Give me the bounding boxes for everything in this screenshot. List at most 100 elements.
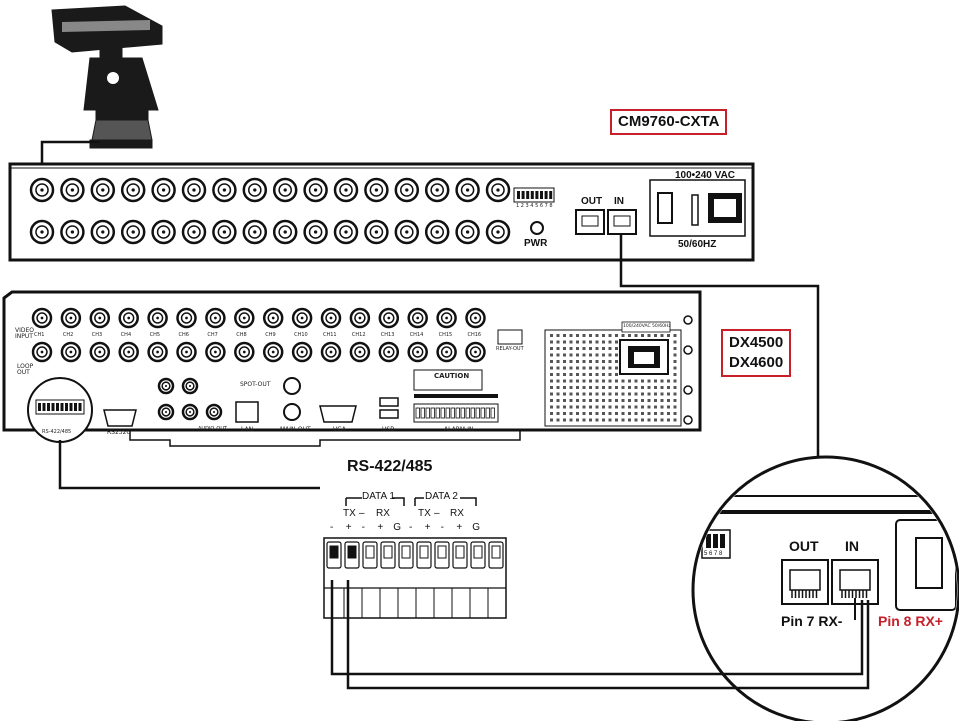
terminal-pin — [470, 407, 475, 419]
converter-pwr-label: PWR — [524, 238, 548, 249]
terminal-pin — [460, 407, 465, 419]
dvr-power-label: 100/240VAC 50/60Hz — [623, 324, 671, 329]
converter-voltage-label: 100•240 VAC — [675, 170, 736, 181]
dvr-channel-label: CH16 — [467, 332, 482, 338]
terminal-pin-sign: - — [330, 522, 334, 533]
dvr-channel-label: CH8 — [236, 332, 247, 338]
dvr-loop-out-label: LOOP OUT — [17, 363, 34, 376]
terminal-pin — [69, 403, 73, 411]
terminal-pin — [60, 403, 64, 411]
terminal-pin-sign: + — [456, 522, 463, 533]
converter-out-label: OUT — [581, 196, 603, 207]
converter-model-label: CM9760-CXTA — [610, 109, 728, 135]
dvr-channel-label: CH1 — [34, 332, 45, 338]
dvr-rs422-label: RS-422/485 — [42, 429, 72, 435]
converter-bnc-bottom-row — [29, 219, 511, 245]
terminal-pin-sign: - — [440, 522, 444, 533]
dvr-channel-label: CH12 — [351, 332, 366, 338]
terminal-pin — [47, 403, 50, 411]
dvr-model-label: DX4500 DX4600 — [721, 329, 792, 377]
converter-in-label: IN — [614, 196, 624, 207]
terminal-pin-sign: G — [393, 522, 401, 533]
dvr-unit — [2, 290, 702, 447]
terminal-pin — [475, 407, 480, 419]
converter-unit — [8, 162, 755, 262]
terminal-data2: DATA 2 — [425, 491, 458, 502]
terminal-pin — [38, 403, 41, 411]
terminal-pin — [485, 407, 490, 419]
pin8-label: Pin 8 RX+ — [878, 613, 943, 629]
dvr-bnc-bottom-row — [31, 341, 486, 363]
rs422-wire — [58, 440, 320, 490]
terminal-pin-sign: G — [472, 522, 480, 533]
terminal-pin-sign: - — [409, 522, 413, 533]
detail-out-label: OUT — [789, 538, 819, 554]
dvr-spot-out-label: SPOT-OUT — [240, 381, 271, 388]
dip-switch — [517, 191, 520, 199]
converter-bnc-top-row — [29, 177, 511, 203]
converter-out-port — [575, 209, 605, 235]
terminal-block — [320, 466, 520, 634]
detail-zoom — [691, 455, 959, 721]
dvr-channel-label: CH13 — [380, 332, 395, 338]
dvr-rs232-label: RS232C — [107, 429, 131, 436]
dvr-bnc-top-row — [31, 307, 486, 329]
dvr-usb-label: USB — [382, 426, 395, 433]
terminal-pin — [415, 407, 420, 419]
terminal-pin — [465, 407, 470, 419]
dvr-channel-label: CH2 — [62, 332, 74, 338]
converter-dip-numbers: 1 2 3 4 5 6 7 8 — [516, 203, 553, 209]
terminal-pin — [480, 407, 485, 419]
terminal-data1: DATA 1 — [362, 491, 395, 502]
rx-plus-wire — [346, 580, 870, 690]
dvr-audio-out-label: AUDIO-OUT — [198, 426, 228, 432]
terminal-pin — [450, 407, 455, 419]
terminal-rx-1: RX — [376, 508, 390, 519]
dip-switch — [526, 191, 530, 199]
terminal-pin — [490, 407, 495, 419]
converter-freq-label: 50/60HZ — [678, 239, 717, 250]
dvr-lan-label: LAN — [241, 426, 254, 433]
control-wire — [619, 234, 820, 462]
terminal-pin — [435, 407, 440, 419]
terminal-pin-sign: + — [377, 522, 384, 533]
dvr-channel-label: CH3 — [91, 332, 103, 338]
dvr-caution-label: CAUTION — [434, 372, 470, 380]
terminal-rx-2: RX — [450, 508, 464, 519]
dip-switch — [530, 191, 534, 199]
terminal-pin-sign: + — [424, 522, 431, 533]
dvr-channel-label: CH9 — [265, 332, 276, 338]
terminal-pin-sign: + — [345, 522, 352, 533]
dvr-channel-label: CH6 — [178, 332, 189, 338]
terminal-pin — [420, 407, 425, 419]
dip-switch — [540, 191, 543, 199]
terminal-pin — [42, 403, 46, 411]
dvr-model-line1: DX4500 — [729, 334, 784, 351]
terminal-pin — [445, 407, 450, 419]
detail-in-label: IN — [845, 538, 859, 554]
rx-minus-wire — [330, 580, 864, 676]
ptz-camera — [51, 5, 163, 149]
terminal-tx-1: TX — [343, 508, 356, 519]
dvr-channel-label: CH5 — [149, 332, 161, 338]
detail-dip-numbers: 5 6 7 8 — [704, 551, 723, 557]
dvr-vga-label: VGA — [333, 426, 346, 433]
dvr-channel-label: CH10 — [294, 332, 308, 338]
terminal-pin — [65, 403, 68, 411]
terminal-pin — [425, 407, 430, 419]
terminal-tx-2: TX — [418, 508, 431, 519]
dvr-channel-label: CH4 — [120, 332, 132, 338]
dip-switch — [544, 191, 548, 199]
pin7-label: Pin 7 RX- — [781, 613, 843, 629]
dvr-channel-label: CH11 — [323, 332, 337, 338]
terminal-title: RS-422/485 — [347, 458, 433, 475]
dip-switch — [521, 191, 525, 199]
terminal-pin — [74, 403, 77, 411]
dvr-video-input-label: VIDEO INPUT — [15, 327, 35, 340]
terminal-pin — [56, 403, 59, 411]
dvr-channel-label: CH14 — [409, 332, 424, 338]
dvr-channel-label: CH15 — [438, 332, 453, 338]
dvr-channel-label: CH7 — [207, 332, 218, 338]
terminal-pin — [78, 403, 82, 411]
